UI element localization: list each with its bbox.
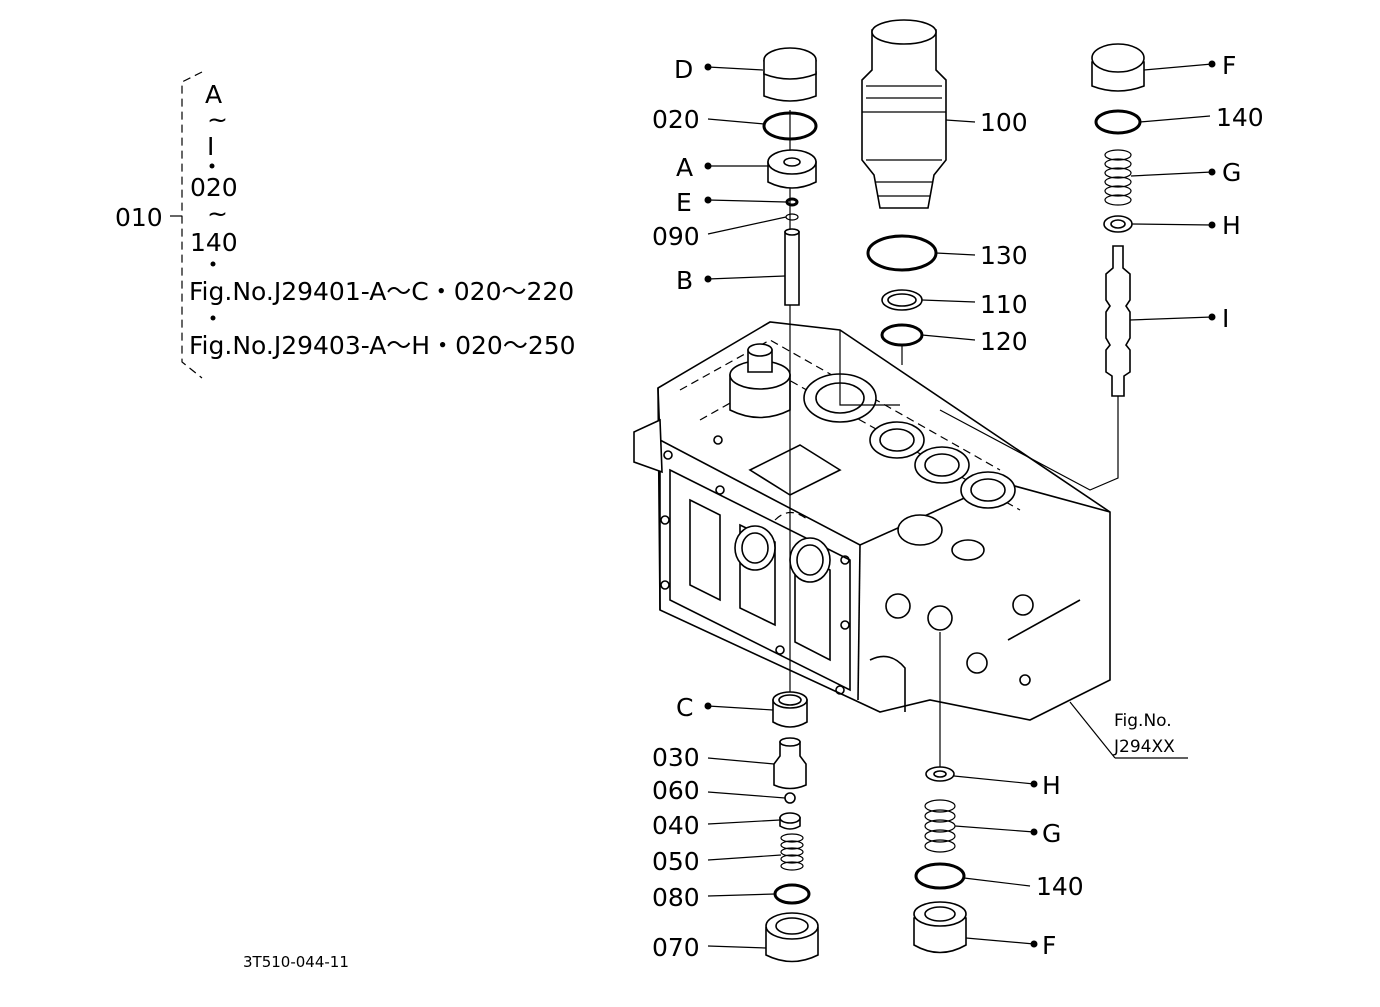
label-060: 060 bbox=[652, 776, 700, 805]
label-140-top: 140 bbox=[1216, 103, 1264, 132]
label-f-bottom: F bbox=[1042, 931, 1056, 960]
parts-column-right-bottom bbox=[913, 632, 967, 954]
label-110: 110 bbox=[980, 290, 1028, 319]
label-a: A bbox=[676, 153, 693, 182]
drawing-code: 3T510-044-11 bbox=[243, 953, 349, 971]
callout-labels: D 020 A E 090 B 100 130 110 120 F 140 G … bbox=[243, 51, 1264, 971]
relief-cartridge-column bbox=[839, 19, 947, 406]
label-i: I bbox=[1222, 304, 1229, 333]
label-c: C bbox=[676, 693, 693, 722]
label-020: 020 bbox=[652, 105, 700, 134]
bracket-line-6: 140 bbox=[190, 228, 238, 257]
label-h-bottom: H bbox=[1042, 771, 1061, 800]
bracket-line-3: I bbox=[207, 132, 214, 161]
figref-line-2: J294XX bbox=[1113, 737, 1175, 757]
bracket-line-5: ~ bbox=[207, 199, 228, 228]
label-080: 080 bbox=[652, 883, 700, 912]
bracket-line-1: A bbox=[205, 80, 222, 109]
label-130: 130 bbox=[980, 241, 1028, 270]
assembly-bracket: 010 A ~ I 020 ~ 140 Fig.No.J29401-A～C・02… bbox=[115, 71, 576, 379]
label-g-top: G bbox=[1222, 158, 1241, 187]
label-f-top: F bbox=[1222, 51, 1236, 80]
label-g-bottom: G bbox=[1042, 819, 1061, 848]
label-b: B bbox=[676, 266, 693, 295]
spring-bottom-right bbox=[924, 799, 956, 853]
bracket-line-8: Fig.No.J29403-A～H・020～250 bbox=[189, 331, 576, 360]
spring-top bbox=[1104, 149, 1132, 206]
label-090: 090 bbox=[652, 222, 700, 251]
bracket-line-4: 020 bbox=[190, 173, 238, 202]
label-140-bottom: 140 bbox=[1036, 872, 1084, 901]
bracket-main-code: 010 bbox=[115, 203, 163, 232]
parts-column-left-top bbox=[762, 47, 818, 700]
spring-bottom-left bbox=[780, 833, 804, 871]
label-040: 040 bbox=[652, 811, 700, 840]
label-e: E bbox=[676, 188, 692, 217]
label-050: 050 bbox=[652, 847, 700, 876]
label-070: 070 bbox=[652, 933, 700, 962]
bracket-line-7: Fig.No.J29401-A～C・020～220 bbox=[189, 277, 574, 306]
parts-column-left-bottom bbox=[765, 691, 819, 963]
label-120: 120 bbox=[980, 327, 1028, 356]
label-100: 100 bbox=[980, 108, 1028, 137]
valve-body bbox=[633, 321, 1111, 721]
figref-line-1: Fig.No. bbox=[1114, 711, 1172, 731]
label-h-top: H bbox=[1222, 211, 1241, 240]
leader-lines bbox=[704, 60, 1216, 949]
bracket-line-2: ~ bbox=[207, 105, 228, 134]
label-030: 030 bbox=[652, 743, 700, 772]
parts-column-right-top bbox=[939, 43, 1145, 491]
label-d: D bbox=[674, 55, 693, 84]
